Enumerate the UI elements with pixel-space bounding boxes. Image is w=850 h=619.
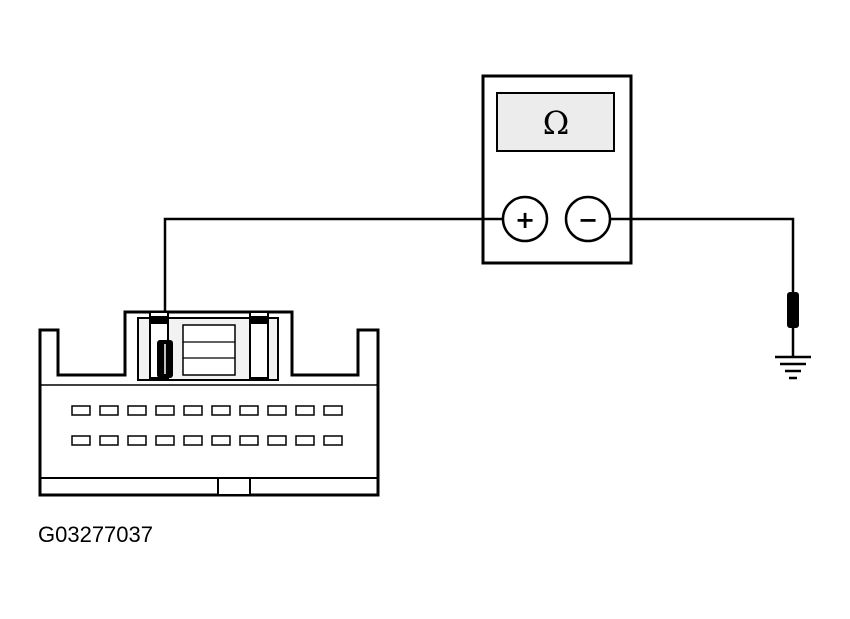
- connector-pin-cavity: [99, 435, 119, 446]
- connector-pin-cavity: [239, 405, 259, 416]
- connector-pin-cavity: [239, 435, 259, 446]
- positive-terminal-label: +: [515, 206, 535, 234]
- connector-pin-cavity: [295, 435, 315, 446]
- negative-lead-wire: [610, 217, 795, 292]
- connector-pin-cavity: [211, 435, 231, 446]
- connector-pin-cavity: [127, 405, 147, 416]
- connector-housing: [38, 310, 380, 497]
- multimeter-screen: [496, 92, 615, 152]
- connector-pin-cavity: [183, 435, 203, 446]
- negative-terminal-label: −: [578, 206, 598, 234]
- ground-symbol-icon: [775, 292, 811, 380]
- connector-pin-cavity: [155, 435, 175, 446]
- ohm-symbol: Ω: [543, 104, 570, 142]
- connector-pin-cavity: [295, 405, 315, 416]
- connector-pin-cavity: [71, 435, 91, 446]
- multimeter: Ω + −: [481, 74, 633, 265]
- connector-icon: [38, 310, 380, 497]
- connector-pin-cavity: [267, 435, 287, 446]
- connector-pin-cavity: [323, 405, 343, 416]
- connector-pin-cavity: [99, 405, 119, 416]
- connector-pins: [71, 405, 343, 446]
- connector-pin-cavity: [211, 405, 231, 416]
- connector-pin-cavity: [267, 405, 287, 416]
- connector-pin-cavity: [183, 405, 203, 416]
- figure-id: G03277037: [38, 522, 153, 547]
- connector-pin-cavity: [71, 405, 91, 416]
- positive-lead-wire: [163, 217, 503, 340]
- connector-pin-cavity: [323, 435, 343, 446]
- connector-pin-cavity: [155, 405, 175, 416]
- ground-probe: [787, 292, 799, 328]
- connector-pin-cavity: [127, 435, 147, 446]
